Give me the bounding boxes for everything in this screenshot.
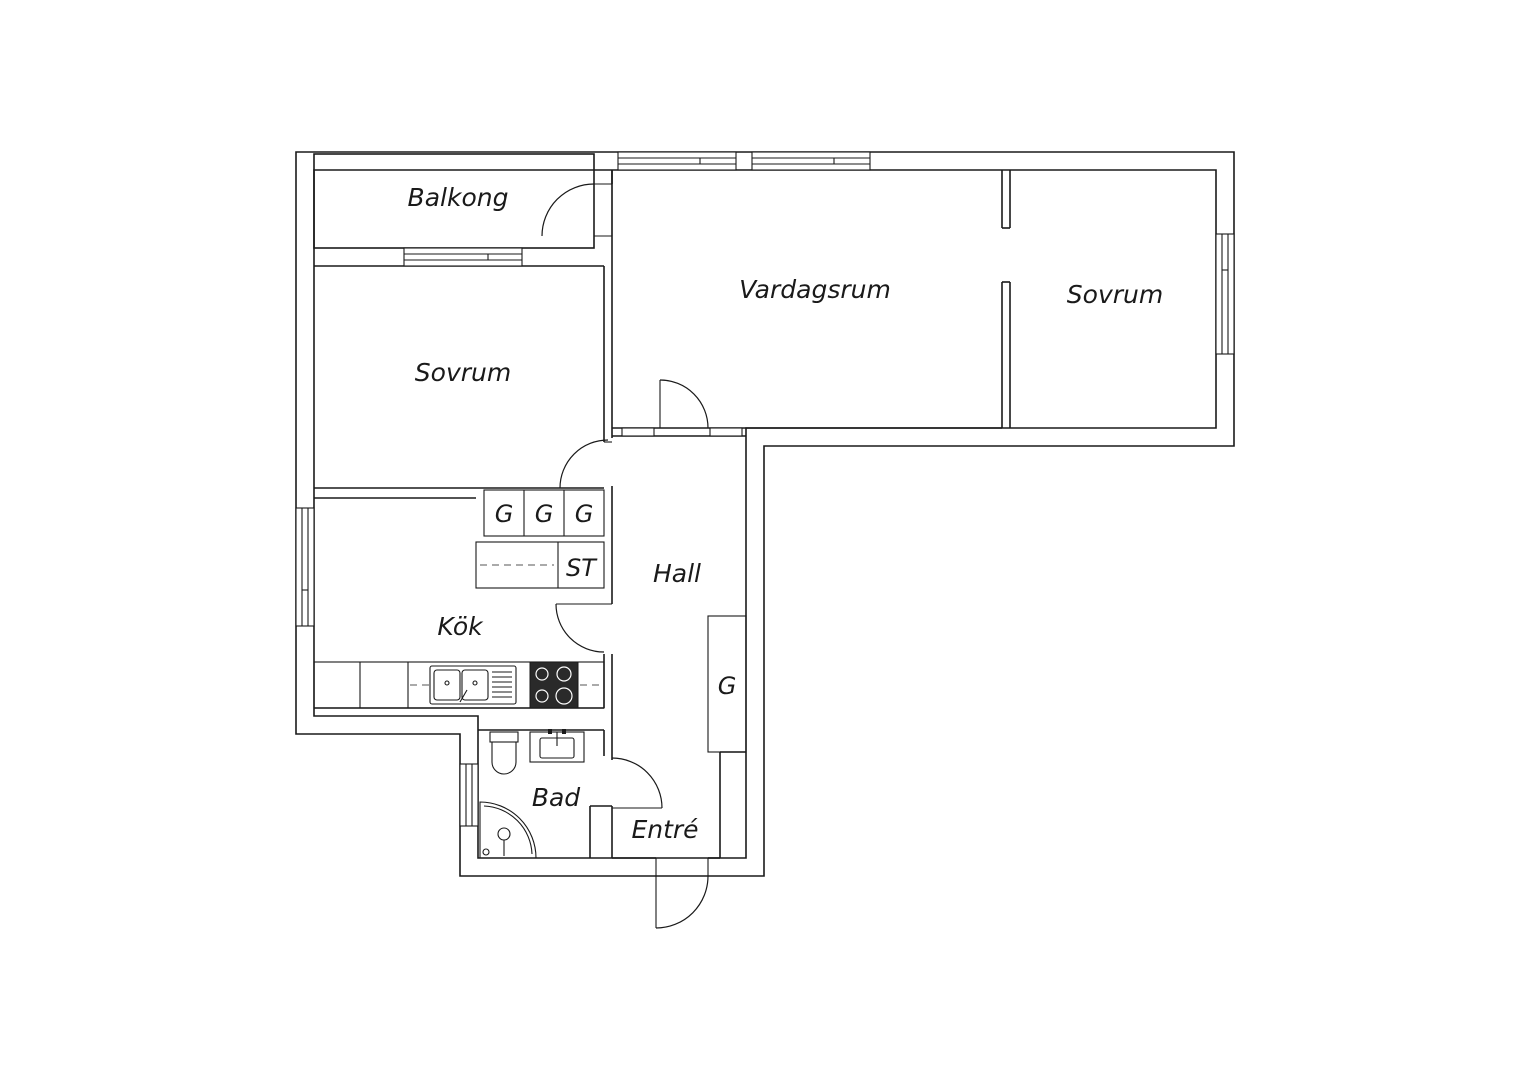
label-kok: Kök bbox=[437, 612, 484, 641]
washbasin-icon bbox=[529, 729, 585, 763]
shower-icon bbox=[479, 801, 537, 859]
label-hall-wardrobe: G bbox=[718, 672, 737, 700]
stove bbox=[529, 661, 579, 709]
bathroom-fixtures bbox=[479, 729, 585, 859]
label-wardrobe-1: G bbox=[495, 500, 514, 528]
interior-walls bbox=[314, 170, 1011, 859]
room-labels: Balkong Vardagsrum Sovrum Sovrum Hall Kö… bbox=[408, 183, 1164, 844]
label-vardagsrum: Vardagsrum bbox=[739, 275, 891, 304]
fixture-labels: G G G ST G bbox=[495, 500, 737, 700]
label-sovrum-left: Sovrum bbox=[415, 358, 511, 387]
label-balkong: Balkong bbox=[408, 183, 509, 212]
doors bbox=[555, 379, 709, 929]
label-hall: Hall bbox=[653, 559, 701, 588]
label-wardrobe-3: G bbox=[575, 500, 594, 528]
kitchen-counter bbox=[313, 661, 605, 709]
label-sovrum-right: Sovrum bbox=[1067, 280, 1163, 309]
kitchen-wardrobes bbox=[483, 489, 605, 537]
kitchen-sink bbox=[429, 665, 517, 705]
label-bad: Bad bbox=[532, 783, 580, 812]
hall-wardrobe bbox=[707, 615, 747, 753]
toilet-icon bbox=[489, 731, 519, 775]
label-entre: Entré bbox=[631, 815, 698, 844]
kitchen-fixtures bbox=[313, 489, 605, 709]
label-wardrobe-2: G bbox=[535, 500, 554, 528]
windows bbox=[295, 151, 1235, 827]
label-storage: ST bbox=[566, 554, 598, 582]
storage-counter bbox=[475, 541, 605, 589]
